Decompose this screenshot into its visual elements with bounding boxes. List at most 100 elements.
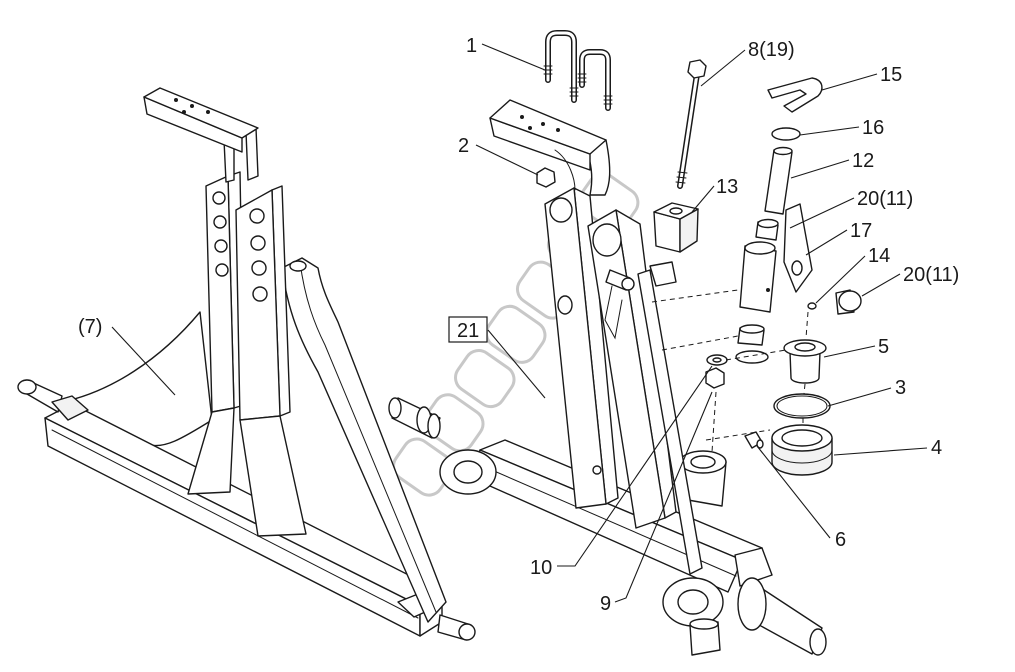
washer-part-10-bore xyxy=(712,357,722,363)
plate-hole xyxy=(215,263,229,277)
right-top-bracket xyxy=(489,99,607,155)
centre-line xyxy=(711,391,717,453)
u-bolt-thread xyxy=(543,65,613,105)
leader-line-20-11-a xyxy=(789,197,855,229)
stub-shaft-end xyxy=(809,628,827,656)
callout-7: (7) xyxy=(78,316,102,338)
callout-21: 21 xyxy=(457,320,479,342)
bracket-hole xyxy=(541,122,545,126)
plate-hole xyxy=(592,465,602,475)
bushing-part-20-a-top xyxy=(757,218,779,229)
callout-9: 9 xyxy=(600,593,611,615)
callout-16: 16 xyxy=(862,117,884,139)
ball-part-14 xyxy=(807,302,817,310)
leader-line-13 xyxy=(691,185,715,213)
grease-nipple-part-6-tip xyxy=(756,439,764,449)
left-top-bracket xyxy=(143,87,259,139)
leader-line-1 xyxy=(481,43,546,71)
callout-1: 1 xyxy=(466,35,477,57)
callout-2: 2 xyxy=(458,135,469,157)
centre-line xyxy=(661,335,739,351)
left-side-arm-ear xyxy=(289,260,307,272)
watermark-glyph xyxy=(485,304,547,364)
plate-hole xyxy=(252,286,268,302)
snap-ring-part-3-inner xyxy=(776,395,828,417)
bracket-part-17-sleeve-top xyxy=(744,241,776,255)
bracket-hole xyxy=(174,98,178,102)
left-bracket-arm xyxy=(245,127,259,181)
bracket-hole xyxy=(556,128,560,132)
watermark-glyph xyxy=(423,393,485,453)
callout-20-11-a: 20(11) xyxy=(857,188,913,210)
leader-line-17 xyxy=(805,229,848,256)
bracket-hole xyxy=(206,110,210,114)
plate-hole xyxy=(213,215,227,229)
plate-hole xyxy=(249,208,265,224)
leader-line-8-19 xyxy=(700,49,746,87)
right-bracket-curve xyxy=(554,149,576,191)
leader-line-5 xyxy=(823,345,876,358)
nut-part-9 xyxy=(705,367,725,389)
bracket-hole xyxy=(520,115,524,119)
bearing-boss-bore xyxy=(690,455,716,469)
centre-lines xyxy=(651,289,809,453)
leader-line-20-11-b xyxy=(861,273,901,297)
callout-15: 15 xyxy=(880,64,902,86)
block-part-13-hole xyxy=(669,207,683,215)
left-right-pin-face xyxy=(458,623,476,641)
spring-clip xyxy=(604,285,623,340)
bottom-nut-top xyxy=(689,618,719,630)
leader-line-9 xyxy=(614,391,713,603)
bracket-part-17-sleeve xyxy=(739,245,777,313)
pin-head xyxy=(621,277,635,291)
callout-20-11-b: 20(11) xyxy=(903,264,959,286)
shaft-collar xyxy=(427,413,441,439)
callout-10: 10 xyxy=(530,557,552,579)
left-plate-a-lower xyxy=(187,407,235,495)
leader-line-4 xyxy=(833,447,928,456)
long-bolt-head xyxy=(687,59,707,79)
flanged-bushing-part-5-body xyxy=(789,351,821,384)
washer-part-16 xyxy=(771,127,801,141)
callout-8-19: 8(19) xyxy=(748,39,795,61)
nut-part-2 xyxy=(536,167,556,188)
leader-line-15 xyxy=(821,73,878,91)
left-assembly xyxy=(17,87,476,641)
callout-13: 13 xyxy=(716,176,738,198)
knuckle xyxy=(734,547,773,587)
left-side-arm-edge xyxy=(299,261,437,613)
rod-bracket xyxy=(649,261,677,287)
centre-line xyxy=(651,289,739,303)
left-end-block xyxy=(51,395,89,421)
snap-ring-part-3 xyxy=(773,393,831,419)
u-bolt-inner xyxy=(580,50,610,110)
bracket-part-17-port xyxy=(766,288,770,292)
right-left-shaft-face xyxy=(388,397,402,419)
left-plate-b-lower xyxy=(239,415,307,537)
small-bushing-top xyxy=(739,324,765,334)
bracket-hole xyxy=(190,104,194,108)
bearing-part-4-groove xyxy=(771,449,833,464)
u-bolt-inner xyxy=(546,31,576,102)
centre-line xyxy=(705,429,771,441)
plate-hole xyxy=(251,260,267,276)
centre-line xyxy=(805,311,809,339)
thin-washer xyxy=(735,350,769,364)
plate-hole xyxy=(557,295,573,315)
left-end-shaft-face xyxy=(17,379,37,395)
long-bolt-thread xyxy=(675,171,688,184)
pin-part-12-top xyxy=(773,146,793,156)
leader-line-14 xyxy=(815,255,866,304)
leader-line-6 xyxy=(756,445,831,539)
watermark-glyph xyxy=(454,349,516,409)
right-plate-d xyxy=(587,209,666,529)
long-bolt-inner xyxy=(678,72,699,188)
bracket-part-17-plate xyxy=(783,203,813,293)
centre-line xyxy=(803,383,806,395)
tie-rod-eye-bore xyxy=(677,589,709,615)
left-plate-b xyxy=(235,189,281,421)
plate-hole xyxy=(549,197,573,223)
callout-4: 4 xyxy=(931,437,942,459)
left-beam-groove xyxy=(51,429,419,619)
loose-parts xyxy=(536,30,862,476)
